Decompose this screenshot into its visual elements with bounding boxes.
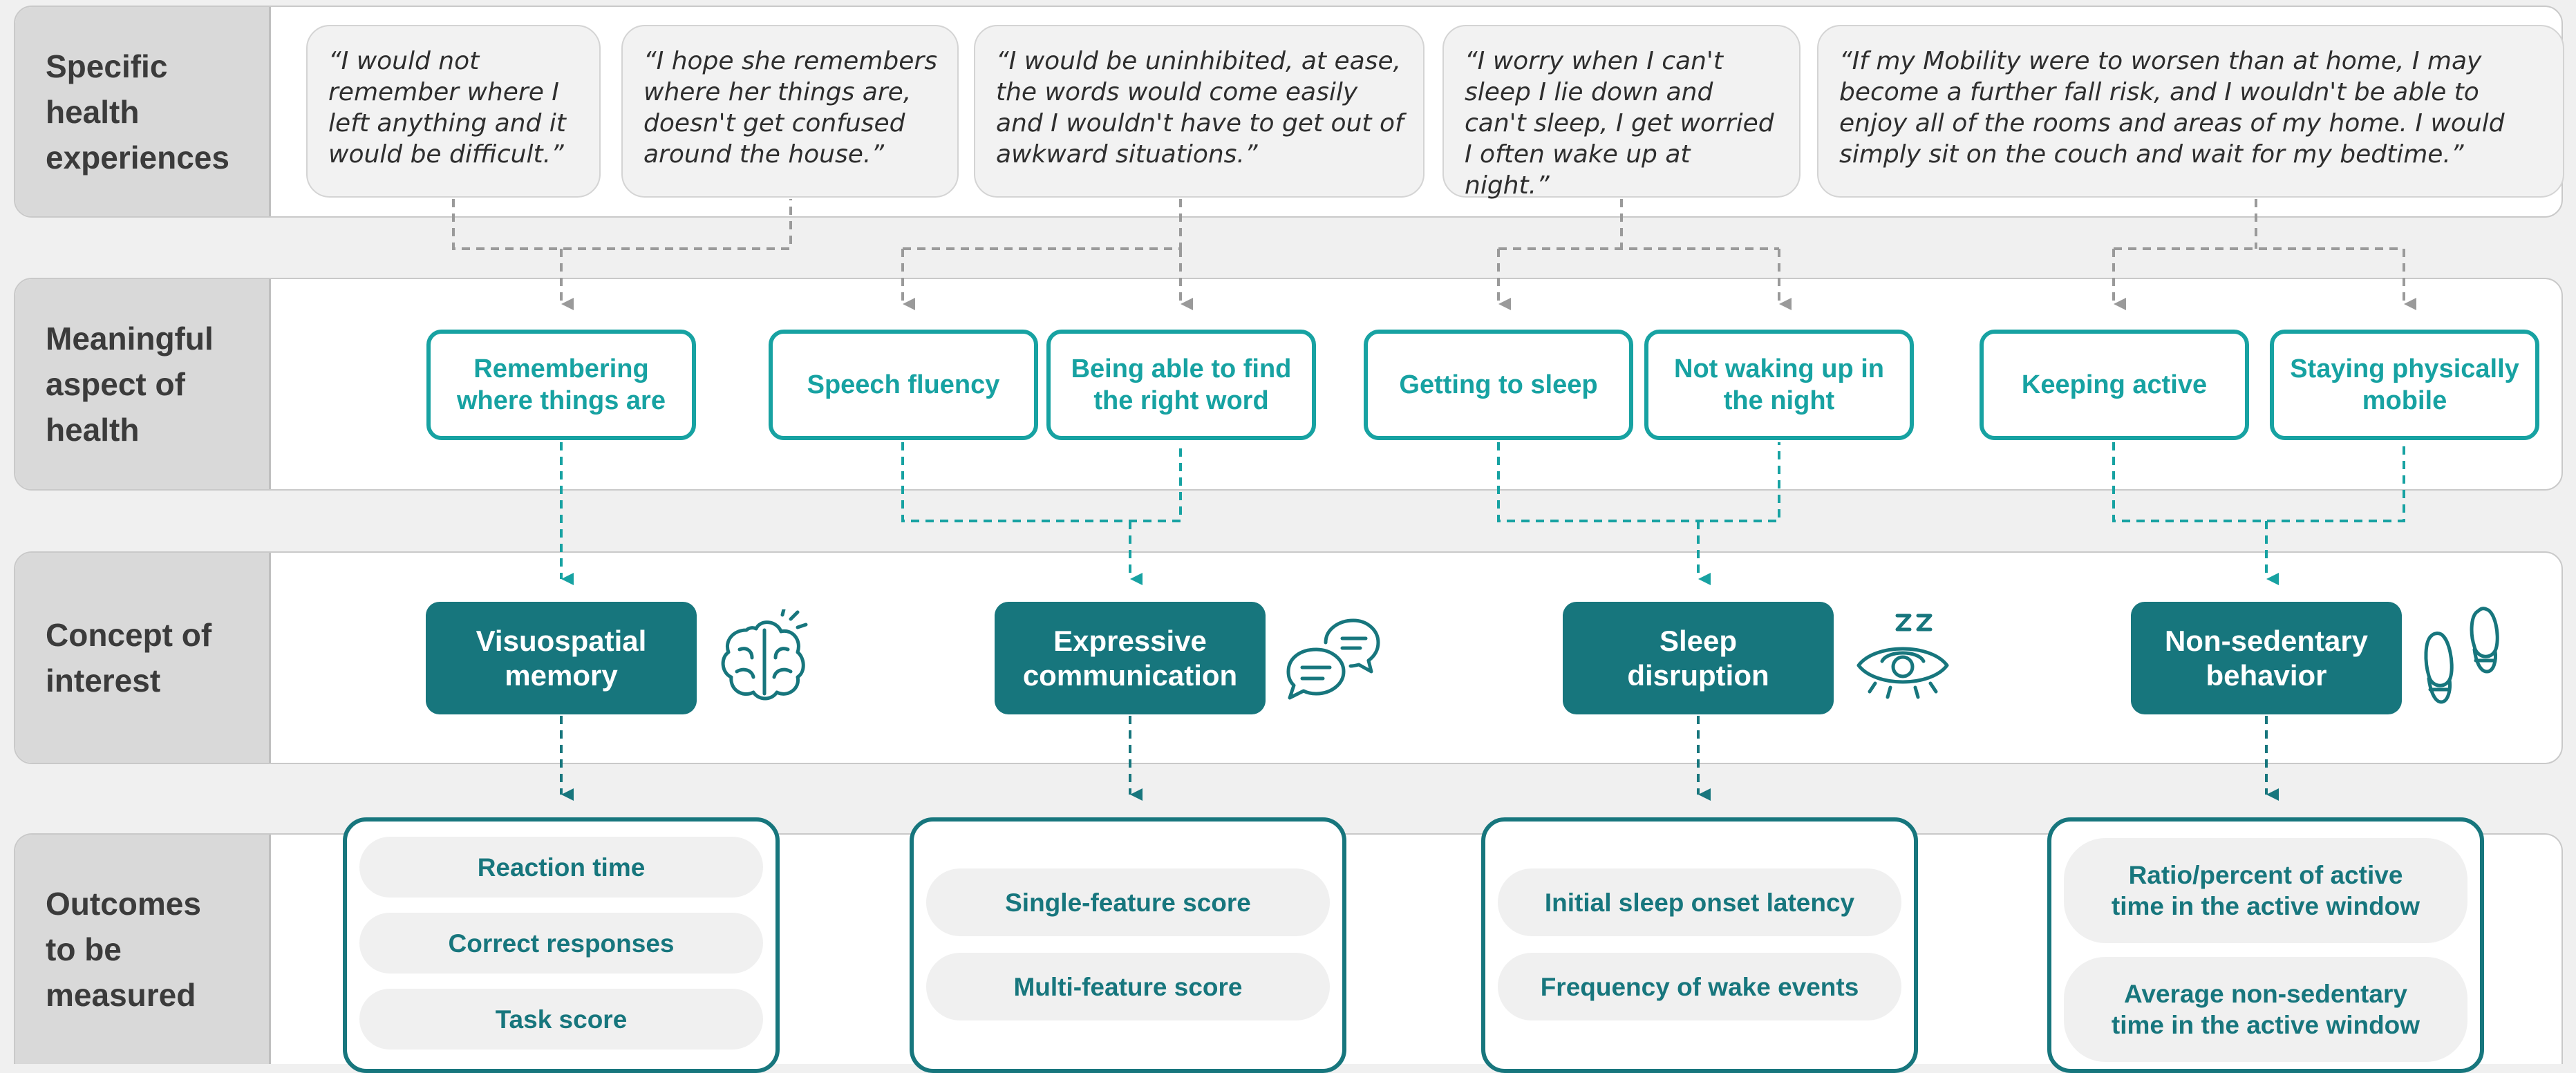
aspect-not-waking-up: Not waking up in the night <box>1644 330 1914 440</box>
quote-card-4: “I worry when I can't sleep I lie down a… <box>1442 25 1801 200</box>
row-label-line: aspect of <box>46 366 185 402</box>
quote-line: around the house.” <box>643 140 884 169</box>
quote-line: simply sit on the couch and wait for my … <box>1839 140 2464 169</box>
row-label-line: health <box>46 93 140 130</box>
concept-line: communication <box>1022 658 1238 692</box>
outcome-label: Correct responses <box>448 929 675 958</box>
outcome-group-communication: Single-feature score Multi-feature score <box>910 817 1346 1073</box>
speech-bubbles-icon <box>1286 618 1380 700</box>
outcome-wake-events: Frequency of wake events <box>1498 953 1901 1020</box>
row-label-line: to be <box>46 931 122 967</box>
aspect-keeping-active: Keeping active <box>1980 330 2249 440</box>
aspect-getting-to-sleep: Getting to sleep <box>1364 330 1633 440</box>
outcome-group-non-sedentary: Ratio/percent of active time in the activ… <box>2047 817 2484 1073</box>
quote-line: “I would be uninhibited, at ease, <box>996 47 1402 75</box>
outcome-label: Task score <box>495 1005 628 1034</box>
quote-line: remember where I <box>328 78 559 106</box>
outcome-label: Frequency of wake events <box>1540 972 1859 1001</box>
quote-line: I often wake up at night.” <box>1465 140 1691 200</box>
row-label-line: health <box>46 412 140 448</box>
quote-line: would be difficult.” <box>328 140 564 169</box>
quote-line: where her things are, <box>643 78 912 106</box>
outcome-reaction-time: Reaction time <box>359 837 763 898</box>
aspect-line: Not waking up in <box>1674 354 1884 383</box>
quote-card-1: “I would not remember where I left anyth… <box>306 25 601 198</box>
quote-line: “If my Mobility were to worsen than at h… <box>1839 47 2482 75</box>
outcome-label: Initial sleep onset latency <box>1544 888 1855 917</box>
aspect-line: Getting to sleep <box>1399 370 1598 399</box>
outcome-group-sleep: Initial sleep onset latency Frequency of… <box>1481 817 1918 1073</box>
quote-line: sleep I lie down and <box>1465 78 1713 106</box>
row-label-line: measured <box>46 977 196 1013</box>
sleepy-eye-icon <box>1856 614 1949 699</box>
outcome-label-line: time in the active window <box>2111 1011 2420 1039</box>
row-label-experiences: Specific health experiences <box>15 7 271 216</box>
concept-line: Visuospatial <box>476 624 647 657</box>
aspect-line: where things are <box>457 386 666 415</box>
quote-line: “I hope she remembers <box>643 47 937 75</box>
outcome-label-line: Ratio/percent of active <box>2128 861 2403 889</box>
quote-line: enjoy all of the rooms and areas of my h… <box>1839 109 2505 137</box>
quote-card-2: “I hope she remembers where her things a… <box>621 25 959 198</box>
aspect-line: the right word <box>1093 386 1269 415</box>
row-label-outcomes: Outcomes to be measured <box>15 835 271 1064</box>
concept-line: disruption <box>1627 658 1769 692</box>
quote-line: and I wouldn't have to get out of <box>996 109 1404 137</box>
outcome-label: Single-feature score <box>1005 888 1251 917</box>
quote-line: awkward situations.” <box>996 140 1258 169</box>
quote-line: “I worry when I can't <box>1465 47 1723 75</box>
quote-line: left anything and it <box>328 109 566 137</box>
outcome-single-feature-score: Single-feature score <box>926 868 1330 936</box>
quote-line: can't sleep, I get worried <box>1465 109 1774 137</box>
concept-line: Non-sedentary <box>2164 624 2369 657</box>
outcome-multi-feature-score: Multi-feature score <box>926 953 1330 1020</box>
concept-line: memory <box>505 658 618 692</box>
aspect-find-right-word: Being able to find the right word <box>1046 330 1316 440</box>
row-label-line: Specific <box>46 48 168 84</box>
outcome-label-line: time in the active window <box>2111 892 2420 920</box>
outcome-label: Reaction time <box>477 853 646 882</box>
aspect-line: Keeping active <box>2021 370 2208 399</box>
outcome-active-time-ratio: Ratio/percent of active time in the activ… <box>2064 838 2467 943</box>
quote-card-5: “If my Mobility were to worsen than at h… <box>1817 25 2564 198</box>
quote-line: the words would come easily <box>996 78 1358 106</box>
aspect-staying-mobile: Staying physically mobile <box>2270 330 2539 440</box>
concept-line: behavior <box>2206 658 2327 692</box>
quote-line: become a further fall risk, and I wouldn… <box>1839 78 2479 106</box>
outcome-sleep-onset-latency: Initial sleep onset latency <box>1498 868 1901 936</box>
quote-line: “I would not <box>328 47 480 75</box>
brain-icon <box>721 609 808 701</box>
outcome-correct-responses: Correct responses <box>359 913 763 974</box>
outcome-label: Multi-feature score <box>1013 972 1243 1001</box>
row-label-line: Concept of <box>46 617 212 653</box>
aspect-line: the night <box>1723 386 1835 415</box>
row-label-aspects: Meaningful aspect of health <box>15 279 271 489</box>
row-label-line: experiences <box>46 139 229 175</box>
aspect-line: Remembering <box>473 354 649 383</box>
aspect-line: mobile <box>2362 386 2447 415</box>
row-label-concepts: Concept of interest <box>15 553 271 763</box>
concept-line: Sleep <box>1659 624 1738 657</box>
outcome-task-score: Task score <box>359 989 763 1050</box>
aspect-line: Speech fluency <box>807 370 1000 399</box>
outcome-group-visuospatial: Reaction time Correct responses Task sco… <box>343 817 780 1073</box>
aspect-line: Staying physically <box>2290 354 2519 383</box>
concept-line: Expressive <box>1053 624 1207 657</box>
footprints-icon <box>2424 607 2499 704</box>
aspect-speech-fluency: Speech fluency <box>769 330 1038 440</box>
row-label-line: Meaningful <box>46 321 214 357</box>
quote-line: doesn't get confused <box>643 109 905 137</box>
outcome-label-line: Average non-sedentary <box>2124 980 2407 1008</box>
aspect-remembering-where-things-are: Remembering where things are <box>426 330 696 440</box>
quote-card-3: “I would be uninhibited, at ease, the wo… <box>974 25 1425 198</box>
aspect-line: Being able to find <box>1071 354 1292 383</box>
row-label-line: interest <box>46 663 161 699</box>
row-label-line: Outcomes <box>46 886 201 922</box>
outcome-average-non-sedentary-time: Average non-sedentary time in the active … <box>2064 957 2467 1062</box>
